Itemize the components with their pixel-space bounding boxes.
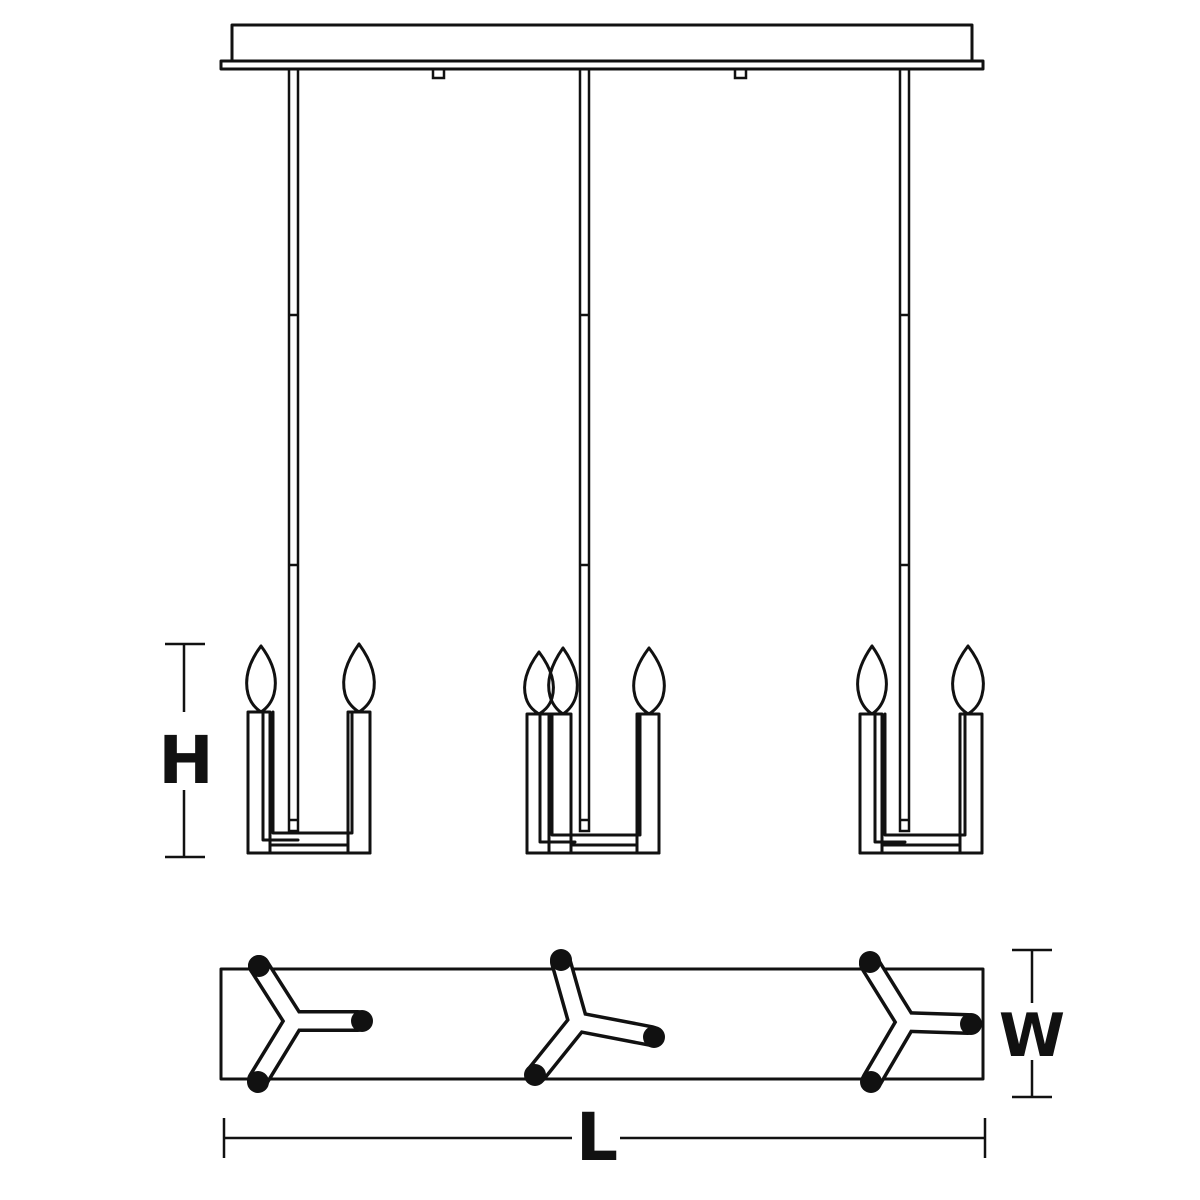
length-label: L (576, 1099, 618, 1176)
light-cluster-right (856, 67, 985, 855)
flame-bulb (342, 642, 376, 714)
width-dimension: W (999, 948, 1065, 1099)
arm-hub-right (859, 951, 982, 1093)
light-cluster-middle (523, 67, 666, 855)
stem-middle (578, 67, 591, 833)
candle-sleeve (858, 712, 884, 855)
flame-bulb (632, 646, 666, 716)
canopy-plan (219, 967, 985, 1081)
flame-bulb (547, 646, 579, 716)
stem-right (898, 67, 911, 833)
flame-bulb (523, 650, 555, 716)
flame-bulb (951, 644, 985, 716)
flame-bulb (856, 644, 888, 716)
width-label: W (999, 1001, 1065, 1071)
length-dimension: L (222, 1099, 987, 1176)
canopy (219, 23, 985, 80)
top-view: W L (219, 948, 1065, 1176)
front-view: H (158, 23, 985, 859)
candle-sleeve (525, 712, 551, 855)
flame-bulb (245, 644, 277, 714)
arm-hub-left (247, 955, 373, 1093)
stem-left (287, 67, 300, 833)
height-dimension: H (158, 642, 214, 859)
height-label: H (158, 722, 213, 799)
arm-hub-middle (524, 949, 665, 1086)
candle-sleeve (958, 712, 984, 855)
light-cluster-left (245, 67, 376, 855)
candle-sleeve (246, 710, 272, 855)
